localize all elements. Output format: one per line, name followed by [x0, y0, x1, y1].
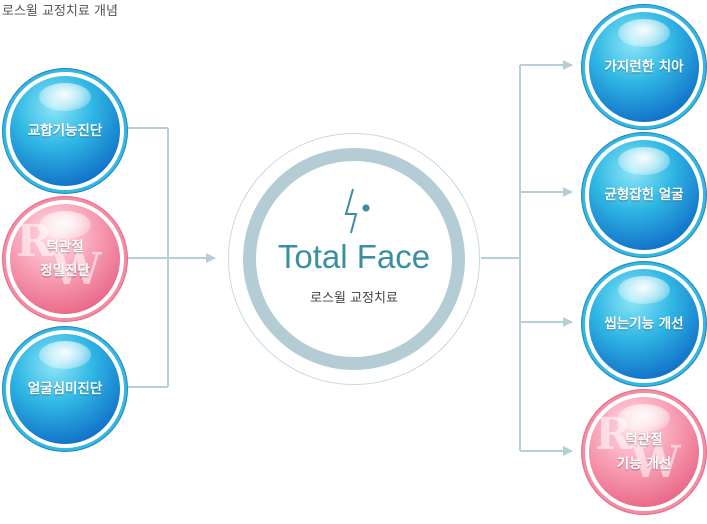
- brand-word-face: Face: [356, 238, 431, 275]
- bubble-label-line-1: 턱관절: [46, 239, 84, 255]
- output-bubble-tmj-function[interactable]: R W 턱관절 기능 개선: [585, 393, 703, 511]
- bubble-label: 씹는기능 개선: [604, 316, 684, 332]
- input-bubble-occlusion[interactable]: 교합기능진단: [6, 72, 124, 190]
- bubble-label-line-2: 기능 개선: [616, 456, 672, 472]
- input-bubble-tmj[interactable]: R W 턱관절 정밀진단: [6, 200, 124, 318]
- bubble-gloss: [38, 340, 92, 370]
- bubble-label: 균형잡힌 얼굴: [604, 187, 684, 203]
- output-bubble-aligned-teeth[interactable]: 가지런한 치아: [585, 8, 703, 126]
- face-profile-logo-icon: [344, 188, 370, 234]
- output-bubble-chewing[interactable]: 씹는기능 개선: [585, 265, 703, 383]
- input-bubble-facial-aesthetic[interactable]: 얼굴심미진단: [6, 330, 124, 448]
- bubble-gloss: [617, 275, 671, 305]
- bubble-gloss: [617, 146, 671, 176]
- page-title: 로스윌 교정치료 개념: [2, 4, 118, 19]
- center-brand: Total Face: [266, 238, 442, 276]
- bubble-label: 교합기능진단: [27, 123, 103, 139]
- bubble-label: 가지런한 치아: [604, 59, 684, 75]
- brand-word-total: Total: [277, 238, 348, 275]
- center-subtitle: 로스윌 교정치료: [310, 291, 398, 306]
- bubble-gloss: [38, 82, 92, 112]
- bubble-label: 얼굴심미진단: [27, 381, 103, 397]
- bubble-gloss: [617, 18, 671, 48]
- bubble-label-line-2: 정밀진단: [40, 263, 90, 279]
- output-bubble-balanced-face[interactable]: 균형잡힌 얼굴: [585, 136, 703, 254]
- bubble-label-line-1: 턱관절: [625, 432, 663, 448]
